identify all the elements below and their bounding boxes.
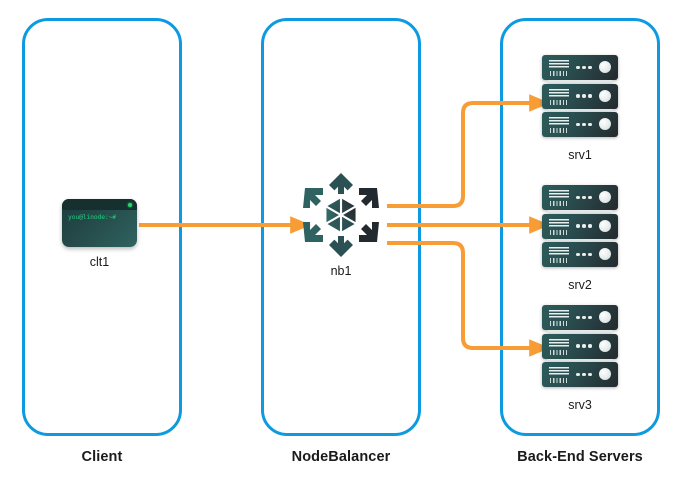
vents-icon (549, 247, 569, 256)
node-srv3[interactable] (542, 305, 618, 387)
status-dots-icon (576, 315, 593, 320)
ticks-icon (550, 128, 567, 133)
status-dots-icon (576, 344, 593, 348)
node-label-nb1: nb1 (330, 264, 352, 278)
rack-separator (547, 80, 613, 84)
rack-separator (547, 330, 613, 334)
group-label-nodebalancer: NodeBalancer (291, 449, 391, 465)
rack-unit (542, 55, 618, 80)
status-dots-icon (576, 224, 593, 228)
group-label-client: Client (81, 449, 123, 465)
nb-arrow-upper-left (303, 188, 323, 208)
node-label-srv3: srv3 (568, 398, 592, 412)
ticks-icon (550, 378, 567, 383)
rack-unit (542, 333, 618, 359)
rack-unit (542, 362, 618, 387)
node-label-srv1: srv1 (568, 148, 592, 162)
node-nb1[interactable] (299, 173, 383, 257)
terminal-title-bar (62, 199, 137, 210)
nodebalancer-hex-icon (303, 173, 379, 257)
group-box-client (22, 18, 182, 436)
ticks-icon (550, 99, 567, 105)
vents-icon (549, 60, 569, 69)
power-knob-icon (599, 61, 611, 73)
rack-separator (547, 358, 613, 362)
ticks-icon (550, 258, 567, 263)
ticks-icon (550, 229, 567, 235)
status-dots-icon (576, 372, 593, 377)
status-dots-icon (576, 252, 593, 257)
node-clt1[interactable]: you@linode:~# (62, 199, 137, 247)
node-srv1[interactable] (542, 55, 618, 137)
nb-arrow-upper-right (359, 188, 379, 208)
terminal-prompt-text: you@linode:~# (68, 214, 116, 221)
rack-unit (542, 305, 618, 330)
power-knob-icon (599, 339, 611, 352)
node-label-srv2: srv2 (568, 278, 592, 292)
nb-arrow-lower-right (359, 222, 379, 242)
power-knob-icon (599, 191, 611, 203)
power-knob-icon (599, 89, 611, 102)
vents-icon (549, 310, 569, 319)
terminal-icon: you@linode:~# (62, 199, 137, 247)
status-dots-icon (576, 122, 593, 127)
status-dots-icon (576, 94, 593, 98)
vents-icon (549, 218, 569, 228)
status-dots-icon (576, 65, 593, 70)
status-dots-icon (576, 195, 593, 200)
nb-arrow-lower-left (303, 222, 323, 242)
vents-icon (549, 117, 569, 126)
rack-separator (547, 238, 613, 242)
vents-icon (549, 88, 569, 98)
rack-separator (547, 210, 613, 214)
node-srv2[interactable] (542, 185, 618, 267)
power-knob-icon (599, 219, 611, 232)
ticks-icon (550, 201, 567, 206)
vents-icon (549, 338, 569, 348)
vents-icon (549, 367, 569, 376)
terminal-status-dot-icon (128, 202, 132, 207)
power-knob-icon (599, 368, 611, 380)
power-knob-icon (599, 311, 611, 323)
rack-unit (542, 112, 618, 137)
rack-unit (542, 83, 618, 109)
node-label-clt1: clt1 (89, 255, 110, 269)
rack-unit (542, 185, 618, 210)
rack-unit (542, 242, 618, 267)
vents-icon (549, 190, 569, 199)
group-box-nodebalancer (261, 18, 421, 436)
rack-separator (547, 108, 613, 112)
ticks-icon (550, 349, 567, 355)
ticks-icon (550, 71, 567, 76)
power-knob-icon (599, 118, 611, 130)
ticks-icon (550, 321, 567, 326)
nb-arrow-down (329, 236, 353, 257)
nb-arrow-up (329, 173, 353, 194)
group-box-backend-servers (500, 18, 660, 436)
group-label-backend-servers: Back-End Servers (517, 449, 643, 465)
power-knob-icon (599, 248, 611, 260)
rack-unit (542, 213, 618, 239)
